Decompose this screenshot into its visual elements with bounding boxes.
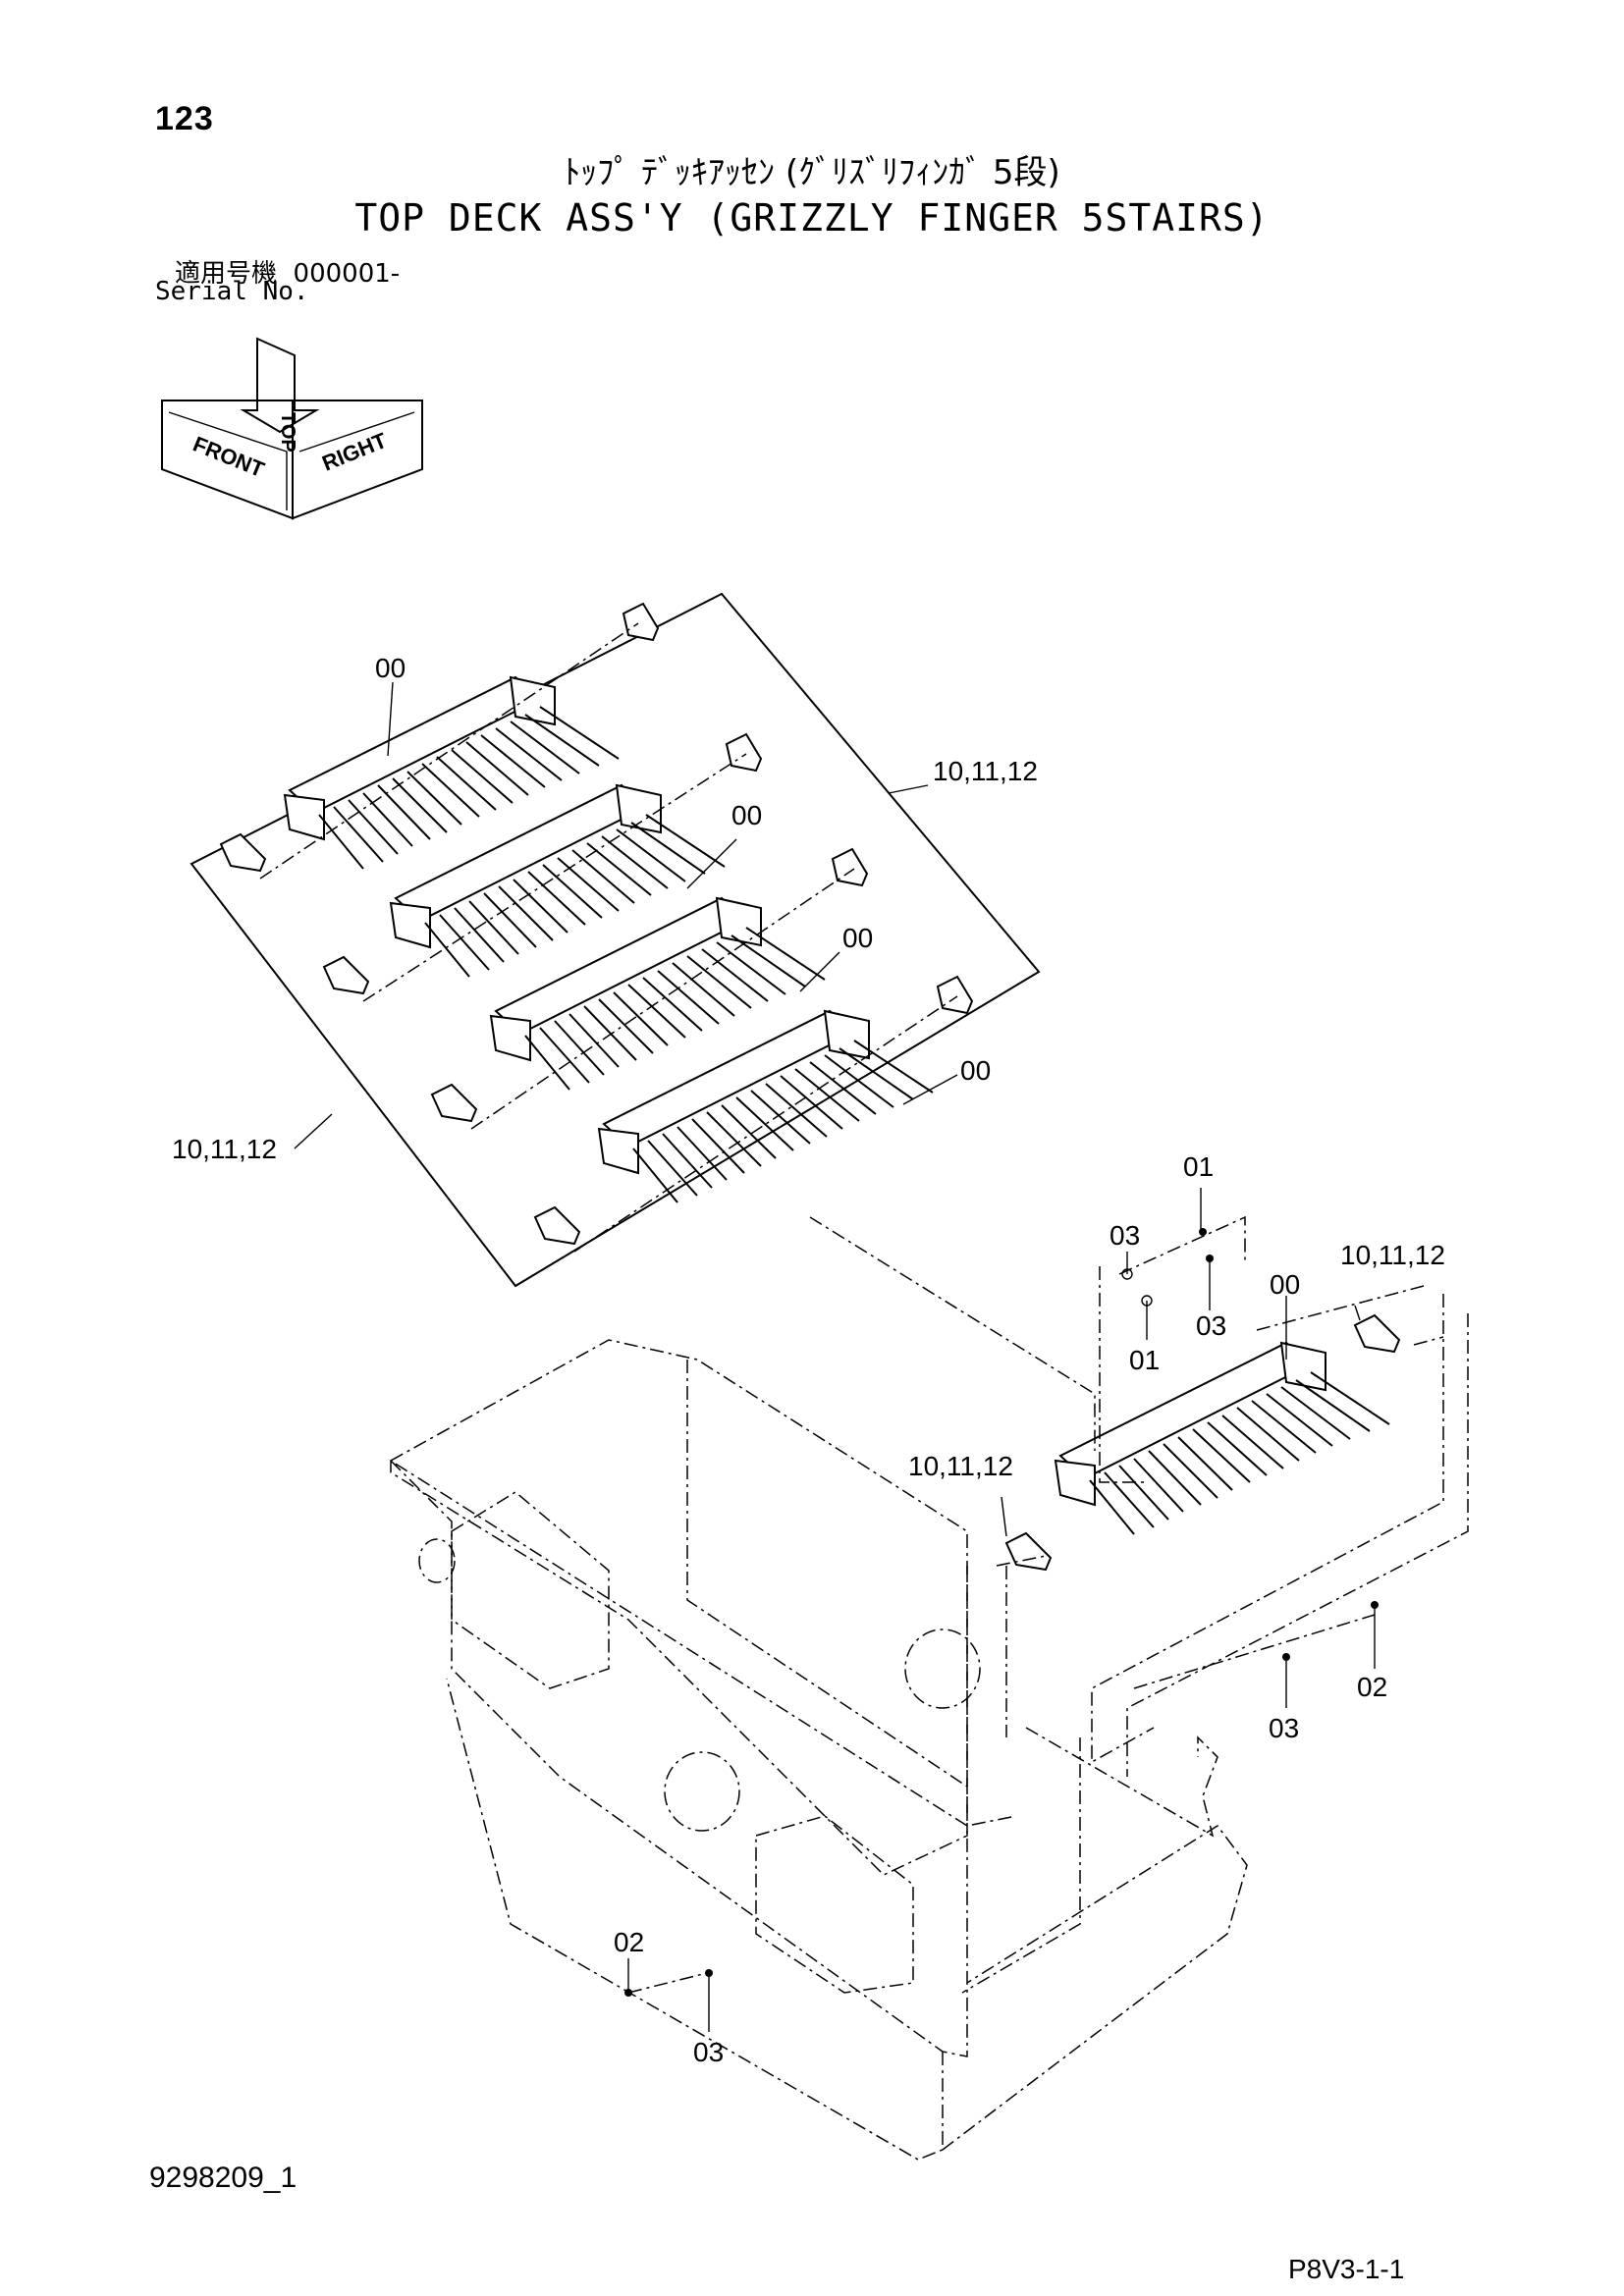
orientation-cube-icon: FRONT TOP RIGHT xyxy=(161,337,423,520)
serial-value: 000001- xyxy=(293,259,401,289)
callout-10-11-12-middle: 10,11,12 xyxy=(908,1451,1013,1481)
grizzly-finger-assembly xyxy=(597,1009,934,1203)
callout-01-lower: 01 xyxy=(1129,1345,1160,1375)
callout-10-11-12-left: 10,11,12 xyxy=(172,1134,277,1164)
orientation-right-text: RIGHT xyxy=(319,428,391,476)
callout-03-upper-left: 03 xyxy=(1110,1220,1140,1251)
callout-00-fourth: 00 xyxy=(960,1055,991,1086)
serial-applicability: 適用号機 000001- xyxy=(175,253,400,290)
callout-00-second: 00 xyxy=(731,800,762,830)
title-japanese: ﾄｯﾌﾟ ﾃﾞｯｷｱｯｾﾝ (ｸﾞﾘｽﾞﾘﾌｨﾝｶﾞ 5段) xyxy=(564,153,1060,192)
mounting-bracket xyxy=(219,602,1401,1572)
page-code: P8V3-1-1 xyxy=(1288,2254,1405,2284)
grizzly-finger-assembly xyxy=(389,783,726,978)
orientation-top-text: TOP xyxy=(277,412,298,453)
page-number: 123 xyxy=(155,100,214,137)
serial-label-en: Serial No. xyxy=(155,277,309,306)
assembly-group-outline xyxy=(189,592,1041,1288)
callout-00-right: 00 xyxy=(1270,1269,1300,1300)
callout-03-right: 03 xyxy=(1269,1713,1299,1743)
callout-10-11-12-top: 10,11,12 xyxy=(933,756,1038,786)
grizzly-finger-assembly xyxy=(489,896,826,1091)
callout-02-right: 02 xyxy=(1357,1672,1387,1702)
leader-lines xyxy=(294,681,1376,2032)
fastener-hardware xyxy=(624,1228,1379,1997)
serial-label-jp: 適用号機 xyxy=(175,259,278,289)
callout-03-upper-right: 03 xyxy=(1196,1310,1226,1341)
callout-01-upper: 01 xyxy=(1183,1151,1214,1182)
assembly-centerlines xyxy=(259,622,1469,1994)
callout-02-bottom: 02 xyxy=(614,1927,644,1957)
callout-00-third: 00 xyxy=(842,923,873,953)
document-number: 9298209_1 xyxy=(149,2162,298,2194)
grizzly-finger-assembly xyxy=(283,675,620,870)
callout-10-11-12-right: 10,11,12 xyxy=(1340,1240,1445,1270)
title-english: TOP DECK ASS'Y (GRIZZLY FINGER 5STAIRS) xyxy=(354,196,1270,240)
orientation-front-text: FRONT xyxy=(189,431,268,482)
screen-frame-body xyxy=(390,1339,1248,2161)
callout-03-bottom: 03 xyxy=(693,2037,724,2067)
grizzly-finger-assembly xyxy=(1054,1341,1390,1535)
callout-00-top: 00 xyxy=(375,653,406,683)
